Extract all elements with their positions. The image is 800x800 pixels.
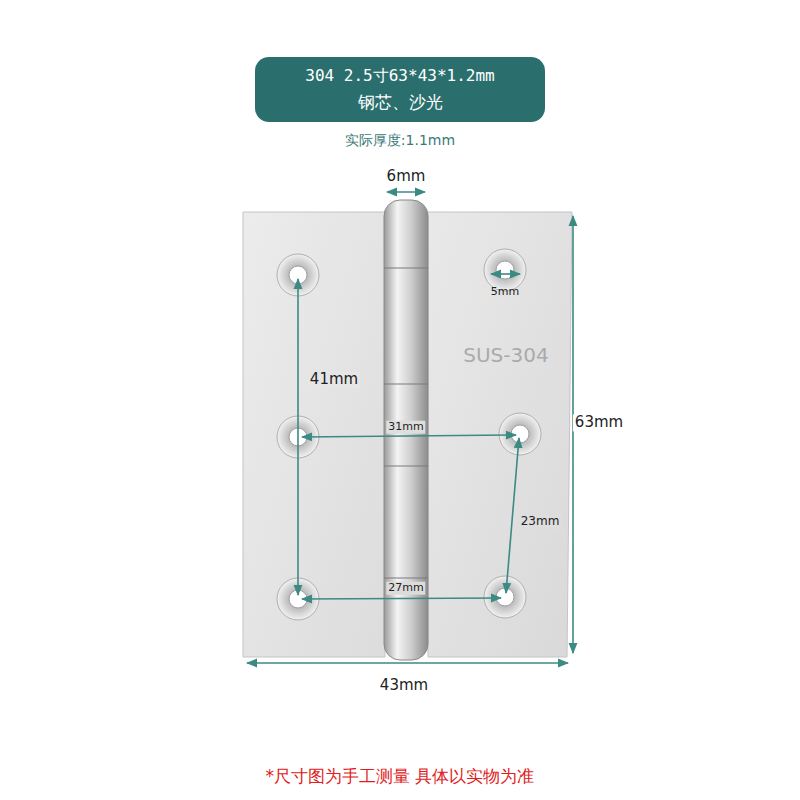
finish-text: 钢芯、沙光 <box>273 89 527 115</box>
spec-text: 304 2.5寸63*43*1.2mm <box>273 64 527 89</box>
dimension-label: 27mm <box>386 582 425 595</box>
footnote: *尺寸图为手工测量 具体以实物为准 <box>264 767 537 787</box>
engraved-mark: SUS-304 <box>461 344 550 367</box>
dimension-label: 41mm <box>308 371 360 388</box>
dimension-label: 31mm <box>386 421 425 434</box>
title-banner: 304 2.5寸63*43*1.2mm钢芯、沙光 <box>255 57 545 122</box>
dimension-label: 63mm <box>573 414 625 431</box>
dimension-label: 43mm <box>378 677 430 694</box>
thickness-note: 实际厚度:1.1mm <box>343 132 457 148</box>
dimension-label: 5mm <box>489 286 521 299</box>
dimension-label: 23mm <box>519 515 562 529</box>
dimension-label: 6mm <box>385 168 428 185</box>
